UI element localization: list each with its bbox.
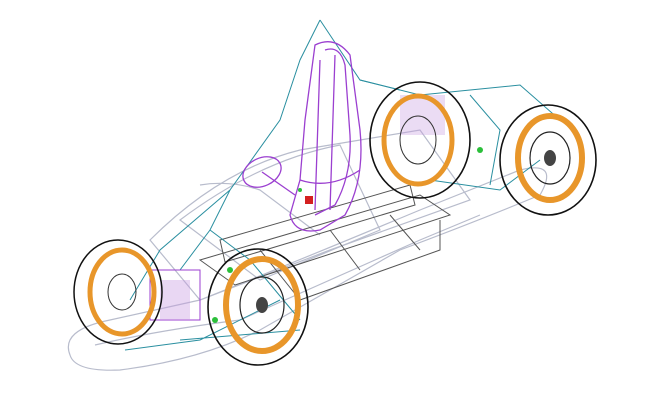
seat — [289, 41, 362, 232]
wheel-rear-right — [369, 81, 471, 199]
engine-assembly — [149, 95, 483, 323]
suspension-links — [124, 19, 561, 351]
wheel-front-left — [207, 248, 309, 366]
wheel-front-right — [499, 104, 597, 216]
wheel-rear-left — [73, 239, 163, 345]
steering-wheel — [242, 156, 296, 196]
marker-red — [305, 196, 313, 204]
body-shell — [67, 129, 548, 371]
